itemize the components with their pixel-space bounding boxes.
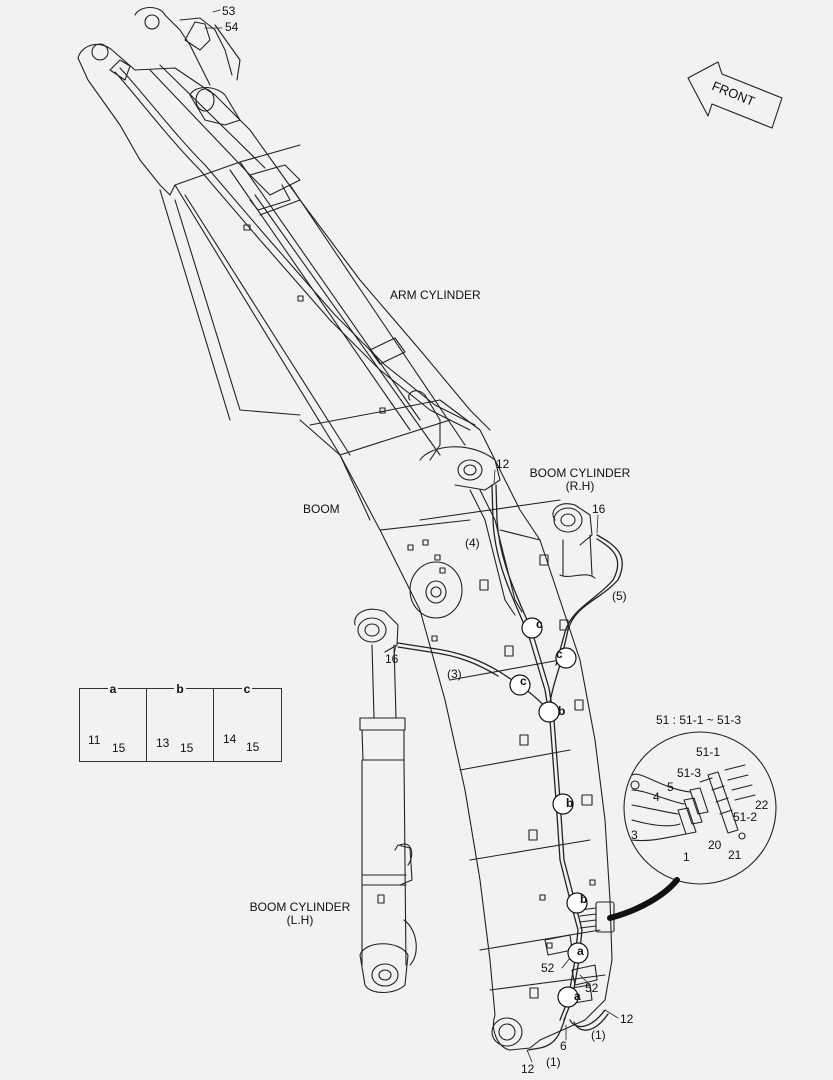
- kit-21: 21: [728, 848, 742, 862]
- label-arm-cylinder: ARM CYLINDER: [390, 288, 481, 302]
- label-boom-cylinder-rh-line1: BOOM CYLINDER: [529, 466, 631, 480]
- callout-a-2: a: [574, 989, 581, 1003]
- boom-structure: [299, 390, 613, 1051]
- wiring-harness: [397, 484, 623, 1051]
- part-4: (4): [465, 536, 480, 550]
- callout-a-1: a: [577, 944, 584, 958]
- callout-circles: [509, 617, 589, 1008]
- label-boom-cylinder-rh-line2: (R.H): [565, 479, 595, 493]
- kit-22: 22: [755, 798, 769, 812]
- part-52-b: 52: [585, 981, 599, 995]
- part-12-right: 12: [620, 1012, 634, 1026]
- detail-a-head: a: [107, 682, 119, 696]
- detail-c-head: c: [241, 682, 253, 696]
- part-12-bottom: 12: [521, 1062, 535, 1076]
- label-boom-cylinder-lh-line2: (L.H): [286, 913, 314, 927]
- detail-cell-a: a 11 15: [80, 682, 147, 761]
- part-5: (5): [612, 589, 627, 603]
- part-12-top: 12: [496, 457, 510, 471]
- kit-51-3: 51-3: [677, 766, 702, 780]
- kit-1: 1: [683, 850, 690, 864]
- part-1-right: (1): [591, 1028, 606, 1042]
- callout-b-2: b: [566, 796, 574, 810]
- detail-b-head: b: [174, 682, 186, 696]
- detail-b-part-2: 15: [180, 741, 194, 755]
- kit-20: 20: [708, 838, 722, 852]
- clip-detail-table: a 11 15 b 13 15 c 14 15: [79, 682, 282, 762]
- label-boom-cylinder-rh: BOOM CYLINDER (R.H): [520, 467, 640, 493]
- part-16-rh: 16: [592, 502, 606, 516]
- front-arrow-shape: [687, 61, 783, 129]
- detail-c-part-2: 15: [246, 740, 260, 754]
- kit-5: 5: [667, 780, 674, 794]
- callout-c-1: c: [536, 617, 543, 631]
- part-16-lh: 16: [385, 652, 399, 666]
- label-boom-cylinder-lh-line1: BOOM CYLINDER: [249, 900, 351, 914]
- leader-lines: [204, 9, 619, 1063]
- detail-cell-b: b 13 15: [147, 682, 214, 761]
- detail-a-part-1: 11: [88, 733, 101, 747]
- detail-b-part-1: 13: [156, 736, 170, 750]
- part-54: 54: [225, 20, 239, 34]
- detail-c-part-1: 14: [223, 732, 237, 746]
- callout-c-3: c: [520, 674, 527, 688]
- boom-cylinder-lh: [354, 608, 417, 994]
- boom-cylinder-rh: [552, 503, 596, 579]
- kit-4: 4: [653, 790, 660, 804]
- callout-c-2: c: [556, 647, 563, 661]
- kit-3: 3: [631, 828, 638, 842]
- part-1-bottom: (1): [546, 1055, 561, 1069]
- detail-cell-c: c 14 15: [214, 682, 280, 761]
- arm-structure: [77, 6, 491, 521]
- detail-a-part-2: 15: [112, 741, 126, 755]
- label-boom: BOOM: [303, 502, 340, 516]
- label-boom-cylinder-lh: BOOM CYLINDER (L.H): [240, 901, 360, 927]
- callout-b-1: b: [558, 704, 566, 718]
- callout-b-3: b: [580, 892, 588, 906]
- part-6: 6: [560, 1039, 567, 1053]
- kit-51-2: 51-2: [733, 810, 758, 824]
- part-52-a: 52: [541, 961, 555, 975]
- part-3: (3): [447, 667, 462, 681]
- kit-51-1: 51-1: [696, 745, 721, 759]
- kit-title: 51 : 51-1 ~ 51-3: [656, 713, 742, 727]
- part-53: 53: [222, 4, 236, 18]
- kit-detail-circle: [607, 731, 777, 921]
